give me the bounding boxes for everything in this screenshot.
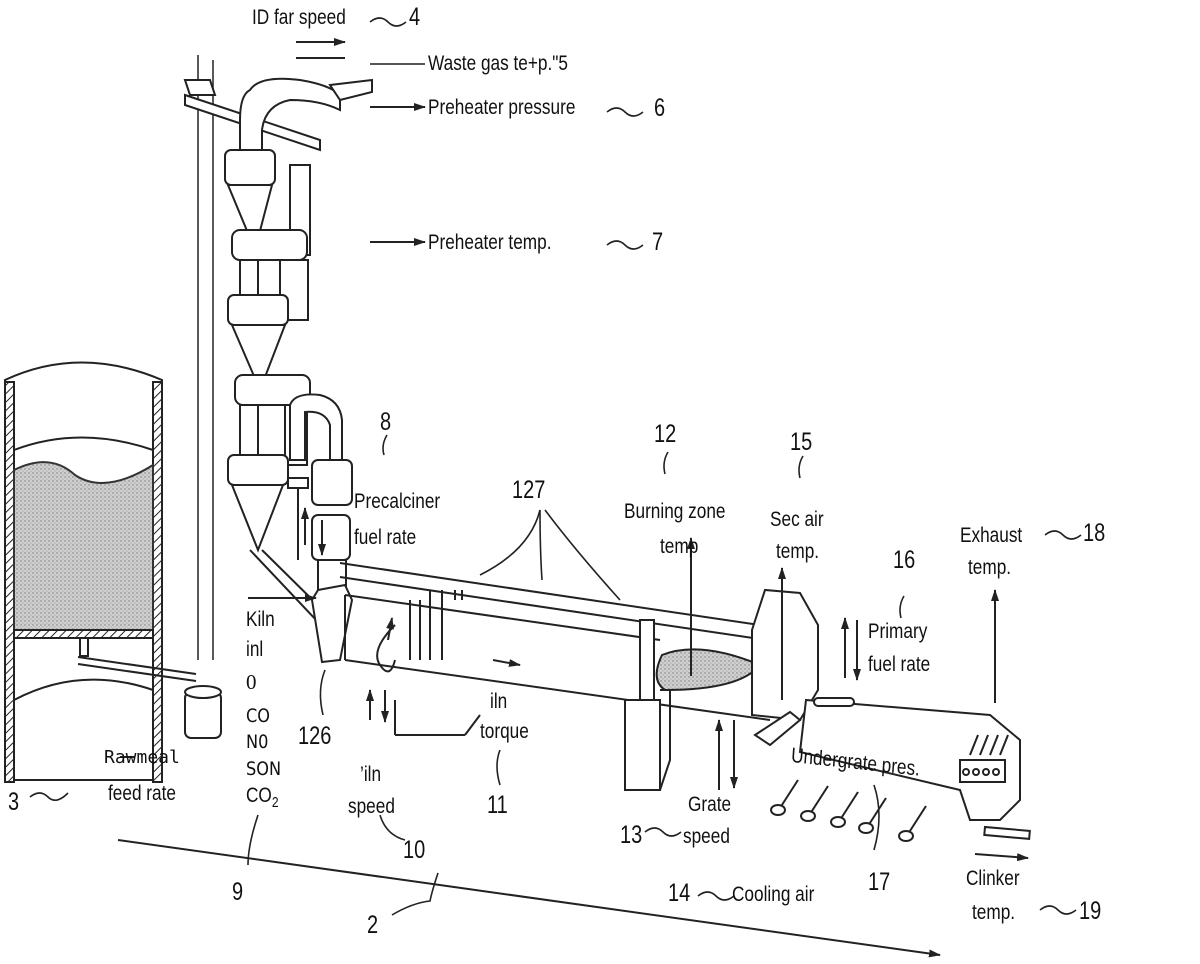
ref-9: 9: [232, 878, 244, 906]
gas-o2: 0: [246, 670, 257, 694]
kiln-rotation-arrow: [366, 617, 396, 723]
gas-co2: CO2: [246, 784, 279, 811]
rotary-kiln: [339, 562, 781, 791]
ref-3: 3: [8, 788, 20, 816]
label-grate-line1: Grate: [688, 793, 732, 816]
preheater-tower: [183, 77, 373, 641]
label-exhaust-line2: temp.: [968, 556, 1012, 579]
ref-12: 12: [654, 420, 677, 448]
undergrate-fans: [770, 779, 927, 842]
leader-lines: [29, 17, 1082, 916]
riser-lines: [197, 55, 214, 660]
label-kiln-inlet-line2: inl: [246, 638, 264, 661]
label-primary-fuel-line1: Primary: [868, 620, 928, 643]
label-precalciner-line2: fuel rate: [354, 526, 417, 549]
label-kiln-torque-line2: torque: [480, 720, 529, 743]
gas-co2-subscript: 2: [271, 795, 279, 812]
label-kiln-torque-line1: iln: [490, 690, 508, 713]
ref-4: 4: [409, 3, 421, 31]
label-precalciner-line1: Precalciner: [354, 490, 441, 513]
ref-127: 127: [512, 476, 546, 504]
ref-8: 8: [380, 408, 392, 436]
clinker-cooler: [751, 588, 1031, 842]
ref-19: 19: [1079, 897, 1102, 925]
precalciner-arrows: [301, 507, 326, 556]
label-burning-zone-line2: temp: [660, 535, 699, 558]
label-rawmeal-line2: feed rate: [108, 782, 176, 805]
ref-17: 17: [868, 868, 891, 896]
gas-no: N0: [246, 731, 269, 753]
label-preheater-pressure: Preheater pressure: [428, 96, 576, 119]
ref-18: 18: [1083, 519, 1106, 547]
label-waste-gas: Waste gas te+p."5: [428, 52, 568, 75]
label-kiln-speed-line2: speed: [348, 795, 395, 818]
ref-2: 2: [367, 911, 379, 939]
ref-11: 11: [487, 791, 508, 819]
rawmeal-silo: [4, 361, 222, 783]
gas-co2-text: CO: [246, 784, 272, 807]
ref-10: 10: [403, 836, 426, 864]
label-burning-zone-line1: Burning zone: [624, 500, 726, 523]
label-preheater-temp: Preheater temp.: [428, 231, 552, 254]
ref-14: 14: [668, 879, 691, 907]
label-grate-line2: speed: [683, 825, 730, 848]
label-clinker-line1: Clinker: [966, 867, 1020, 890]
measurement-arrows: [120, 38, 1029, 862]
label-sec-air-line2: temp.: [776, 540, 820, 563]
ref-126: 126: [298, 722, 332, 750]
process-flow-arrow: [117, 839, 941, 958]
ref-6: 6: [654, 94, 666, 122]
ref-13: 13: [620, 821, 643, 849]
gas-co: CO: [246, 705, 270, 727]
label-exhaust-line1: Exhaust: [960, 524, 1023, 547]
label-clinker-line2: temp.: [972, 901, 1016, 924]
ref-16: 16: [893, 546, 916, 574]
ref-15: 15: [790, 428, 813, 456]
label-kiln-inlet-line1: Kiln: [246, 608, 275, 631]
label-cooling-air: Cooling air: [732, 883, 815, 906]
gas-son: SON: [246, 758, 282, 780]
label-id-fan-speed: ID far speed: [252, 6, 346, 29]
label-sec-air-line1: Sec air: [770, 508, 824, 531]
label-rawmeal-line1: Rawmeal: [104, 747, 180, 768]
label-primary-fuel-line2: fuel rate: [868, 653, 931, 676]
label-kiln-speed-line1: ’iln: [360, 763, 382, 786]
ref-7: 7: [652, 228, 664, 256]
